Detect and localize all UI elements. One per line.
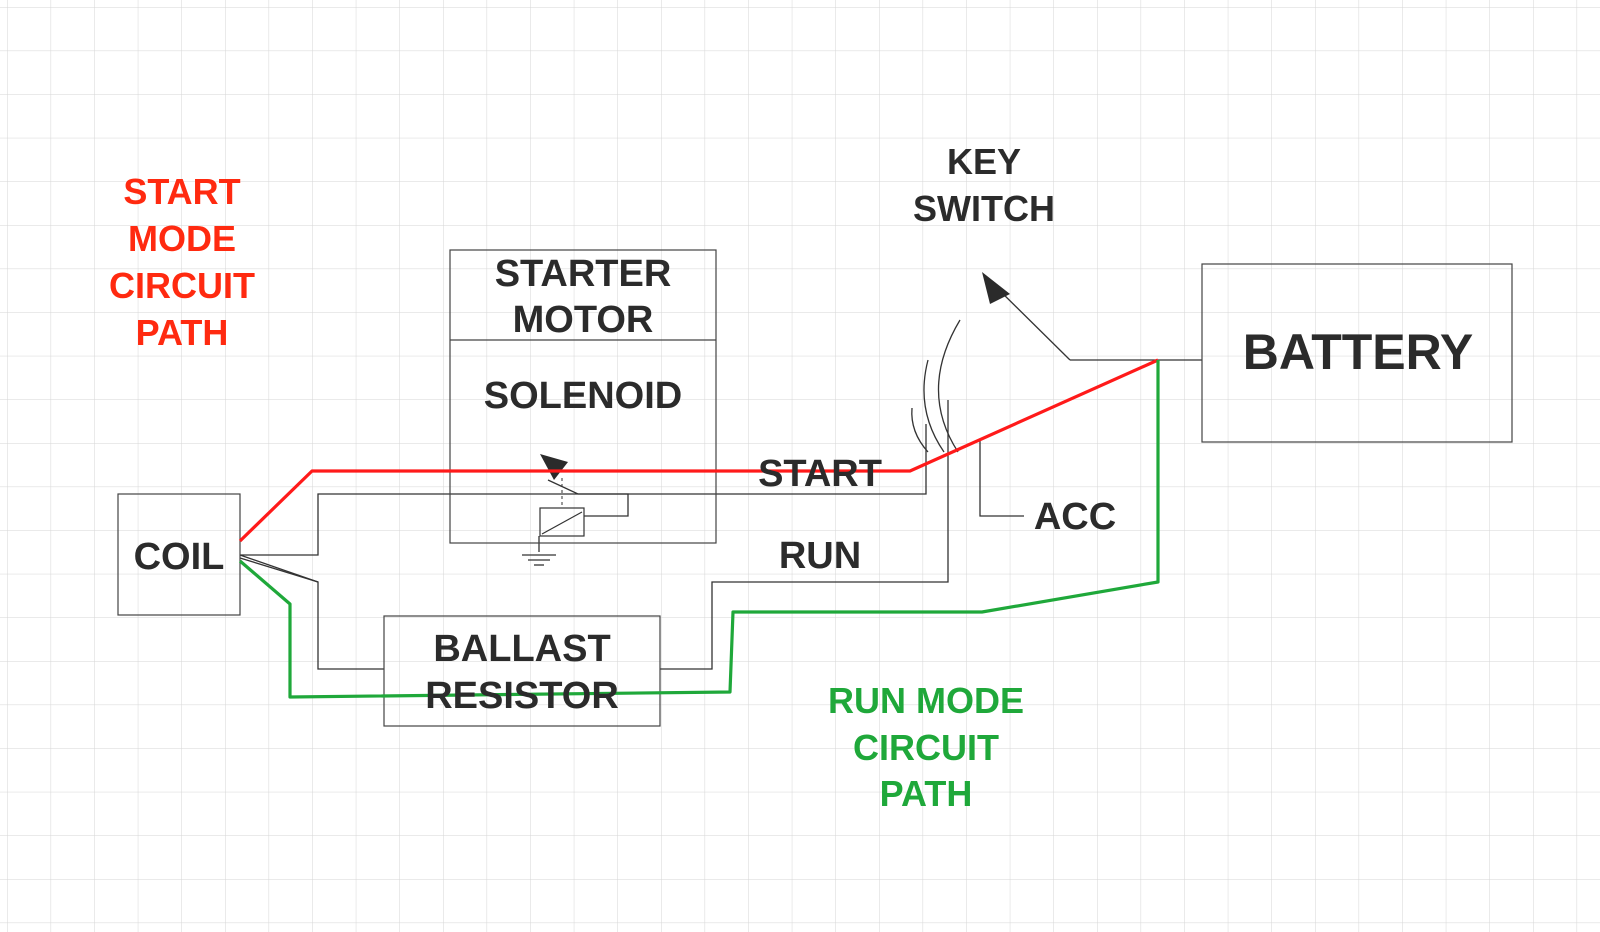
start-mode-line-1: START: [123, 171, 240, 212]
components: [117, 249, 1513, 727]
key-switch-line-2: SWITCH: [913, 188, 1055, 229]
wire-coil-to-start: [240, 424, 927, 556]
wiring: [239, 283, 1202, 670]
starter-motor-line-2: MOTOR: [513, 299, 654, 341]
switch-acc-label: ACC: [1034, 496, 1116, 538]
switch-start-label: START: [758, 453, 882, 495]
run-mode-label: RUN MODE CIRCUIT PATH: [828, 680, 1024, 814]
solenoid-coil-diagonal: [541, 511, 583, 535]
battery-label: BATTERY: [1243, 324, 1474, 380]
battery-box: [1201, 263, 1513, 443]
ballast-resistor-label: BALLAST RESISTOR: [425, 628, 619, 717]
starter-motor-label: STARTER MOTOR: [495, 253, 672, 341]
solenoid-wire: [547, 479, 629, 517]
key-arc-inner: [911, 407, 929, 453]
key-switch-arrowhead: [982, 272, 1010, 304]
wire-acc-terminal: [979, 440, 1024, 517]
run-mode-line-3: PATH: [880, 773, 973, 814]
start-mode-line-3: CIRCUIT: [109, 265, 255, 306]
solenoid-symbol: [539, 454, 585, 537]
key-switch-label: KEY SWITCH: [913, 141, 1055, 229]
starter-motor-box: [449, 249, 717, 544]
key-arc-outer: [937, 319, 961, 453]
start-mode-line-4: PATH: [136, 312, 229, 353]
coil-box: [117, 493, 241, 616]
key-arc-middle: [923, 359, 945, 453]
start-mode-label: START MODE CIRCUIT PATH: [109, 171, 255, 353]
run-mode-line-2: CIRCUIT: [853, 727, 999, 768]
run-mode-line-1: RUN MODE: [828, 680, 1024, 721]
ballast-line-1: BALLAST: [433, 628, 610, 670]
key-switch-arcs: [911, 319, 961, 453]
start-mode-line-2: MODE: [128, 218, 236, 259]
solenoid-coil: [539, 507, 585, 537]
switch-run-label: RUN: [779, 535, 861, 577]
start-mode-path: [238, 358, 1159, 543]
coil-label: COIL: [134, 536, 225, 578]
run-mode-path: [238, 360, 1160, 699]
ballast-resistor-box: [383, 615, 661, 727]
wire-ballast-to-run: [660, 400, 949, 670]
solenoid-arrowhead: [540, 454, 568, 480]
key-switch-arm: [992, 283, 1071, 361]
key-switch-line-1: KEY: [947, 141, 1021, 182]
ballast-line-2: RESISTOR: [425, 675, 619, 717]
solenoid-label: SOLENOID: [484, 375, 682, 417]
starter-motor-line-1: STARTER: [495, 253, 672, 295]
wire-coil-to-ballast: [239, 557, 384, 670]
